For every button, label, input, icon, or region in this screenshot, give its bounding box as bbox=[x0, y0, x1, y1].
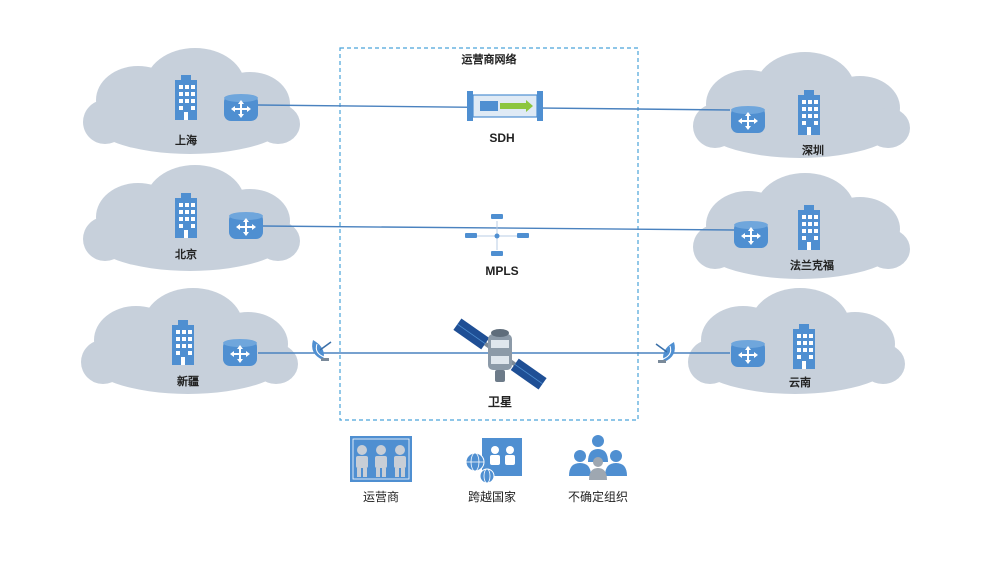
carrier-network-title: 运营商网络 bbox=[462, 52, 517, 66]
legend-label: 跨越国家 bbox=[468, 489, 516, 504]
router-icon bbox=[731, 106, 765, 133]
building-icon bbox=[798, 90, 820, 135]
site-right-2: 法兰克福 bbox=[734, 205, 834, 272]
cross-country-icon bbox=[465, 438, 522, 484]
site-left-2: 北京 bbox=[175, 193, 263, 261]
site-right-1: 深圳 bbox=[731, 90, 824, 157]
building-icon bbox=[175, 193, 197, 238]
satellite-dish-icon-left bbox=[311, 339, 332, 362]
site-left-3: 新疆 bbox=[172, 320, 257, 388]
router-icon bbox=[223, 339, 257, 366]
site-left-1: 上海 bbox=[175, 75, 258, 147]
site-label: 云南 bbox=[789, 375, 811, 389]
building-icon bbox=[798, 205, 820, 250]
site-label: 北京 bbox=[175, 247, 197, 261]
sdh-device-icon bbox=[467, 91, 543, 121]
site-label: 上海 bbox=[175, 133, 197, 147]
mpls-node-icon bbox=[465, 214, 529, 256]
router-icon bbox=[731, 340, 765, 367]
satellite-icon bbox=[453, 318, 547, 390]
site-label: 新疆 bbox=[177, 374, 199, 388]
link-line-mpls bbox=[261, 225, 735, 231]
network-label-sdh: SDH bbox=[489, 131, 514, 145]
router-icon bbox=[224, 94, 258, 121]
building-icon bbox=[175, 75, 197, 120]
site-right-3: 云南 bbox=[731, 324, 815, 389]
legend-label: 运营商 bbox=[363, 489, 399, 504]
site-label: 深圳 bbox=[802, 143, 824, 157]
building-icon bbox=[172, 320, 194, 365]
router-icon bbox=[734, 221, 768, 248]
carrier-network-box bbox=[339, 47, 639, 421]
operator-group-icon bbox=[350, 436, 412, 482]
network-label-satellite: 卫星 bbox=[488, 395, 512, 409]
building-icon bbox=[793, 324, 815, 369]
legend-label: 不确定组织 bbox=[568, 489, 628, 504]
organization-icon bbox=[569, 435, 627, 480]
site-label: 法兰克福 bbox=[790, 258, 834, 272]
network-label-mpls: MPLS bbox=[485, 264, 518, 278]
router-icon bbox=[229, 212, 263, 239]
